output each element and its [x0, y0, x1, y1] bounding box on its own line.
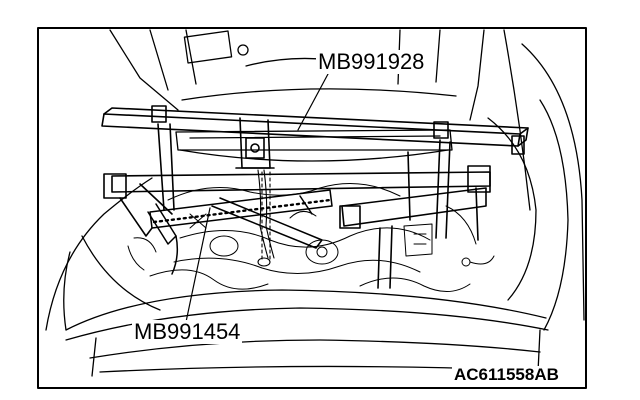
callout-label-top: MB991928 — [316, 49, 427, 74]
car-body-left — [45, 177, 161, 331]
support-bridge-frame — [101, 105, 529, 289]
lifting-chain — [257, 169, 275, 267]
figure-border — [37, 27, 587, 389]
leader-line-top — [297, 73, 329, 131]
open-hood — [109, 29, 531, 211]
callout-label-bottom: MB991454 — [132, 319, 243, 344]
engine-hanger — [147, 189, 333, 275]
radiator-support — [175, 129, 453, 162]
leader-line-bottom — [185, 207, 211, 323]
car-body-right — [487, 43, 585, 331]
figure-code: AC611558AB — [452, 365, 561, 384]
engine-compartment — [127, 183, 495, 292]
